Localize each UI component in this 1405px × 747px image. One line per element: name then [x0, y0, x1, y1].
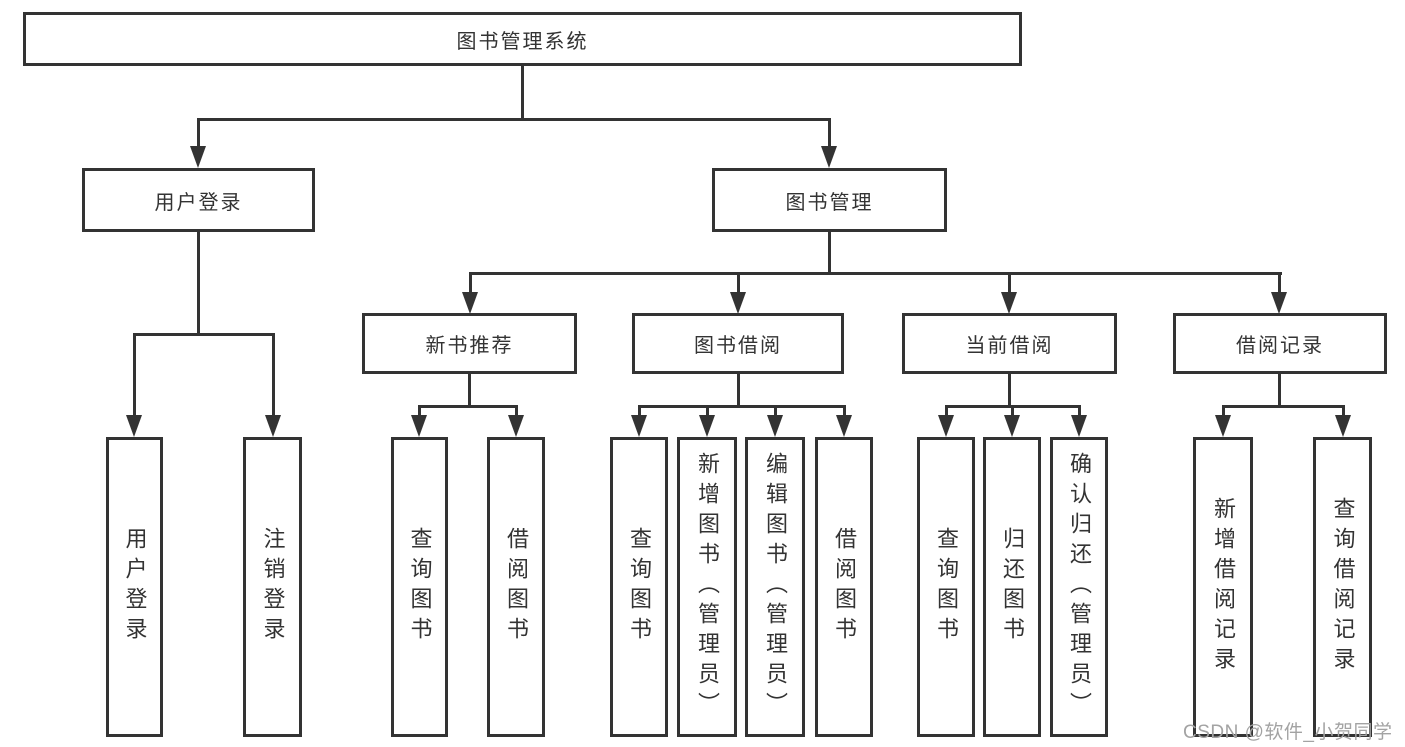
- arrowhead-down-icon: [821, 146, 837, 168]
- arrowhead-down-icon: [631, 415, 647, 437]
- connector-line: [1278, 372, 1281, 407]
- arrowhead-down-icon: [462, 292, 478, 314]
- connector-line: [197, 118, 831, 121]
- node-new-book-recommendation: 新书推荐: [362, 313, 577, 374]
- connector-line: [197, 230, 200, 335]
- connector-line: [843, 405, 846, 418]
- connector-line: [1078, 405, 1081, 418]
- node-label: 注销登录: [260, 527, 286, 647]
- leaf-borrow-books-recommend: 借阅图书: [487, 437, 545, 737]
- leaf-add-borrow-record: 新增借阅记录: [1193, 437, 1253, 737]
- arrowhead-down-icon: [1335, 415, 1351, 437]
- arrowhead-down-icon: [265, 415, 281, 437]
- leaf-query-borrow-record: 查询借阅记录: [1313, 437, 1372, 737]
- arrowhead-down-icon: [699, 415, 715, 437]
- connector-line: [469, 272, 472, 295]
- node-label: 新增图书（管理员）: [695, 452, 720, 722]
- node-label: 图书管理: [785, 191, 874, 214]
- connector-line: [1222, 405, 1225, 418]
- connector-line: [133, 333, 275, 336]
- leaf-borrow-books: 借阅图书: [815, 437, 873, 737]
- node-label: 借阅图书: [504, 527, 529, 647]
- node-current-borrowing: 当前借阅: [902, 313, 1117, 374]
- node-label: 归还图书: [1000, 527, 1025, 647]
- node-label: 确认归还（管理员）: [1067, 452, 1092, 722]
- node-label: 编辑图书（管理员）: [763, 452, 788, 722]
- node-book-borrowing: 图书借阅: [632, 313, 844, 374]
- node-borrowing-records: 借阅记录: [1173, 313, 1387, 374]
- arrowhead-down-icon: [767, 415, 783, 437]
- arrowhead-down-icon: [1001, 292, 1017, 314]
- connector-line: [737, 372, 740, 407]
- node-label: 查询借阅记录: [1330, 497, 1356, 677]
- connector-line: [272, 333, 275, 418]
- leaf-add-books-admin: 新增图书（管理员）: [677, 437, 737, 737]
- leaf-return-books: 归还图书: [983, 437, 1041, 737]
- arrowhead-down-icon: [836, 415, 852, 437]
- leaf-query-books-recommend: 查询图书: [391, 437, 448, 737]
- node-label: 图书管理系统: [456, 30, 589, 53]
- connector-line: [469, 272, 1282, 275]
- connector-line: [1342, 405, 1345, 418]
- node-label: 用户登录: [154, 191, 243, 214]
- connector-line: [638, 405, 846, 408]
- node-book-management: 图书管理: [712, 168, 947, 232]
- arrowhead-down-icon: [1215, 415, 1231, 437]
- node-label: 图书借阅: [694, 335, 782, 357]
- csdn-watermark: CSDN @软件_小贺同学: [1183, 722, 1393, 743]
- connector-line: [706, 405, 709, 418]
- connector-line: [1278, 272, 1281, 295]
- connector-line: [828, 118, 831, 148]
- connector-line: [945, 405, 948, 418]
- connector-line: [1008, 372, 1011, 407]
- leaf-query-books-borrowing: 查询图书: [610, 437, 668, 737]
- leaf-user-login: 用户登录: [106, 437, 163, 737]
- connector-line: [638, 405, 641, 418]
- connector-line: [197, 118, 200, 148]
- node-label: 当前借阅: [965, 335, 1054, 357]
- arrowhead-down-icon: [730, 292, 746, 314]
- leaf-query-books-current: 查询图书: [917, 437, 975, 737]
- connector-line: [515, 405, 518, 418]
- arrowhead-down-icon: [411, 415, 427, 437]
- node-label: 查询图书: [407, 527, 433, 647]
- node-user-login: 用户登录: [82, 168, 315, 232]
- node-label: 新增借阅记录: [1211, 497, 1236, 677]
- node-book-management-system: 图书管理系统: [23, 12, 1022, 66]
- leaf-logout: 注销登录: [243, 437, 302, 737]
- connector-line: [1011, 405, 1014, 418]
- connector-line: [418, 405, 518, 408]
- arrowhead-down-icon: [190, 146, 206, 168]
- connector-line: [521, 64, 524, 120]
- node-label: 查询图书: [934, 527, 959, 647]
- leaf-confirm-return-admin: 确认归还（管理员）: [1050, 437, 1108, 737]
- connector-line: [133, 333, 136, 418]
- arrowhead-down-icon: [1004, 415, 1020, 437]
- node-label: 借阅图书: [832, 527, 857, 647]
- connector-line: [468, 372, 471, 407]
- connector-line: [418, 405, 421, 418]
- node-label: 借阅记录: [1236, 335, 1324, 357]
- arrowhead-down-icon: [126, 415, 142, 437]
- arrowhead-down-icon: [508, 415, 524, 437]
- connector-line: [774, 405, 777, 418]
- arrowhead-down-icon: [938, 415, 954, 437]
- connector-line: [1222, 405, 1345, 408]
- node-label: 新书推荐: [425, 335, 514, 357]
- connector-line: [737, 272, 740, 295]
- leaf-edit-books-admin: 编辑图书（管理员）: [745, 437, 805, 737]
- node-label: 用户登录: [122, 527, 148, 647]
- connector-line: [1008, 272, 1011, 295]
- node-label: 查询图书: [627, 527, 652, 647]
- connector-line: [828, 230, 831, 274]
- arrowhead-down-icon: [1271, 292, 1287, 314]
- arrowhead-down-icon: [1071, 415, 1087, 437]
